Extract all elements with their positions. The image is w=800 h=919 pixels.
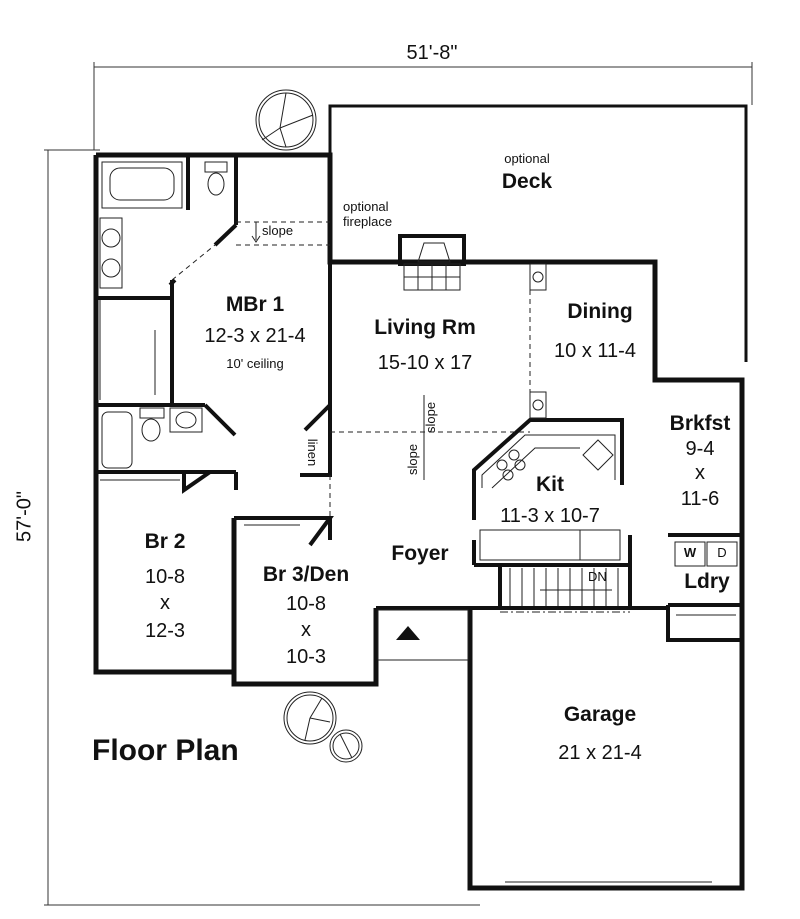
exterior-walls — [93, 152, 745, 891]
dryer-label: D — [717, 545, 727, 560]
deck-name: Deck — [501, 170, 553, 193]
overall-depth-label: 57'-0" — [13, 491, 36, 542]
br2-dim1: 10-8 — [144, 566, 186, 588]
stairs-down-label: DN — [588, 569, 607, 584]
overall-width-label: 51'-8" — [406, 42, 458, 64]
dining-name: Dining — [567, 300, 633, 323]
garage-dims: 21 x 21-4 — [558, 742, 642, 764]
washer-label: W — [683, 545, 697, 560]
mbr-slope: slope — [262, 223, 294, 238]
garage-name: Garage — [563, 703, 637, 726]
br2-dim2: 12-3 — [144, 620, 186, 642]
br3-dim2: 10-3 — [285, 646, 327, 668]
br2-x: x — [160, 592, 170, 614]
living-slope-b: slope — [405, 443, 421, 476]
brkfst-dim2: 11-6 — [680, 488, 720, 510]
br3-dim1: 10-8 — [285, 593, 327, 615]
stair-treads — [509, 568, 619, 606]
brkfst-x: x — [695, 462, 705, 484]
laundry-name: Ldry — [684, 570, 730, 593]
br2-name: Br 2 — [144, 530, 186, 553]
fireplace-line2: fireplace — [343, 214, 393, 229]
br3-name: Br 3/Den — [262, 563, 350, 586]
brkfst-dim1: 9-4 — [685, 438, 715, 460]
deck-prefix: optional — [504, 151, 550, 166]
mbr-name: MBr 1 — [225, 293, 285, 316]
plan-title: Floor Plan — [92, 734, 239, 767]
mbr-dims: 12-3 x 21-4 — [204, 325, 306, 347]
dimension-lines — [44, 62, 753, 906]
kitchen-name: Kit — [536, 473, 564, 496]
brkfst-name: Brkfst — [669, 412, 731, 435]
interior-walls — [96, 155, 742, 642]
mbr-note: 10' ceiling — [226, 356, 284, 371]
living-name: Living Rm — [374, 316, 476, 339]
fireplace-line1: optional — [343, 199, 389, 214]
entry-arrow-icon — [396, 626, 420, 640]
linen-label: linen — [305, 438, 321, 467]
dining-dims: 10 x 11-4 — [554, 340, 636, 362]
kitchen-dims: 11-3 x 10-7 — [500, 505, 600, 527]
br3-x: x — [301, 619, 311, 641]
living-dims: 15-10 x 17 — [377, 352, 473, 374]
living-slope-a: slope — [423, 401, 439, 434]
fixtures — [99, 89, 738, 883]
foyer-name: Foyer — [391, 542, 449, 565]
closet-rods — [99, 300, 736, 616]
